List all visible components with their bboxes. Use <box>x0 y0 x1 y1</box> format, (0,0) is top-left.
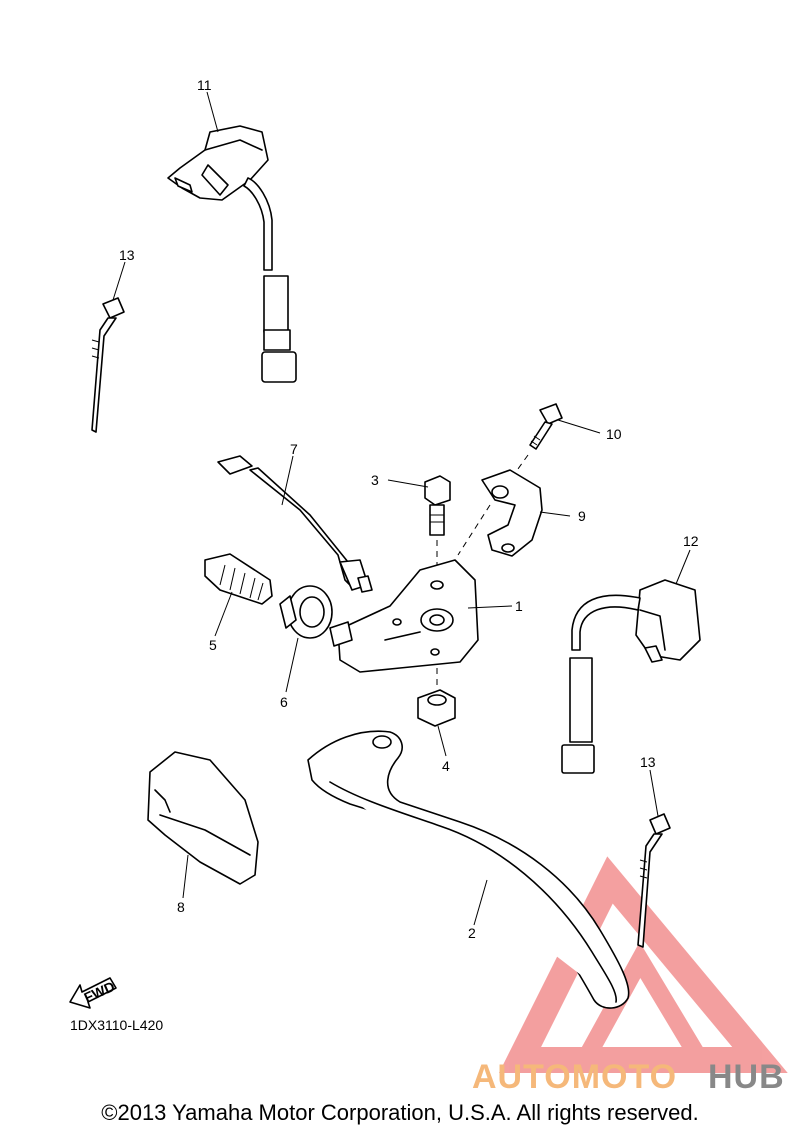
part-9-clamp <box>481 469 543 557</box>
callout-7: 7 <box>290 441 298 457</box>
diagram-code: 1DX3110-L420 <box>70 1017 163 1033</box>
part-13-cable-tie-left <box>91 297 125 433</box>
callout-8: 8 <box>177 899 185 915</box>
part-5-adjuster <box>204 553 273 605</box>
callout-2: 2 <box>468 925 476 941</box>
watermark-text-main: AUTOMOTO <box>472 1058 677 1096</box>
callout-10: 10 <box>606 426 622 442</box>
fwd-arrow-icon: FWD <box>69 977 117 1009</box>
callout-6: 6 <box>280 694 288 710</box>
callout-13-left: 13 <box>119 247 135 263</box>
copyright-notice: ©2013 Yamaha Motor Corporation, U.S.A. A… <box>101 1100 699 1125</box>
part-3-bolt <box>424 475 451 536</box>
callout-3: 3 <box>371 472 379 488</box>
part-6-locknut <box>279 585 333 639</box>
callout-13-right: 13 <box>640 754 656 770</box>
part-7-wire <box>217 455 373 593</box>
part-13-cable-tie-right <box>637 813 671 948</box>
callout-9: 9 <box>578 508 586 524</box>
callout-5: 5 <box>209 637 217 653</box>
part-10-bolt <box>529 403 563 450</box>
part-1-bracket <box>329 559 479 673</box>
part-4-nut <box>417 689 456 727</box>
watermark-text-hub: HUB <box>708 1058 785 1096</box>
watermark-logo <box>498 856 788 1073</box>
callout-4: 4 <box>442 758 450 774</box>
part-8-guard <box>147 751 259 885</box>
part-11-switch <box>167 125 297 383</box>
callout-1: 1 <box>515 598 523 614</box>
fwd-label: FWD <box>81 978 117 1006</box>
callout-12: 12 <box>683 533 699 549</box>
part-2-lever <box>307 730 630 1009</box>
part-12-switch <box>561 579 701 774</box>
callout-11: 11 <box>197 77 212 93</box>
